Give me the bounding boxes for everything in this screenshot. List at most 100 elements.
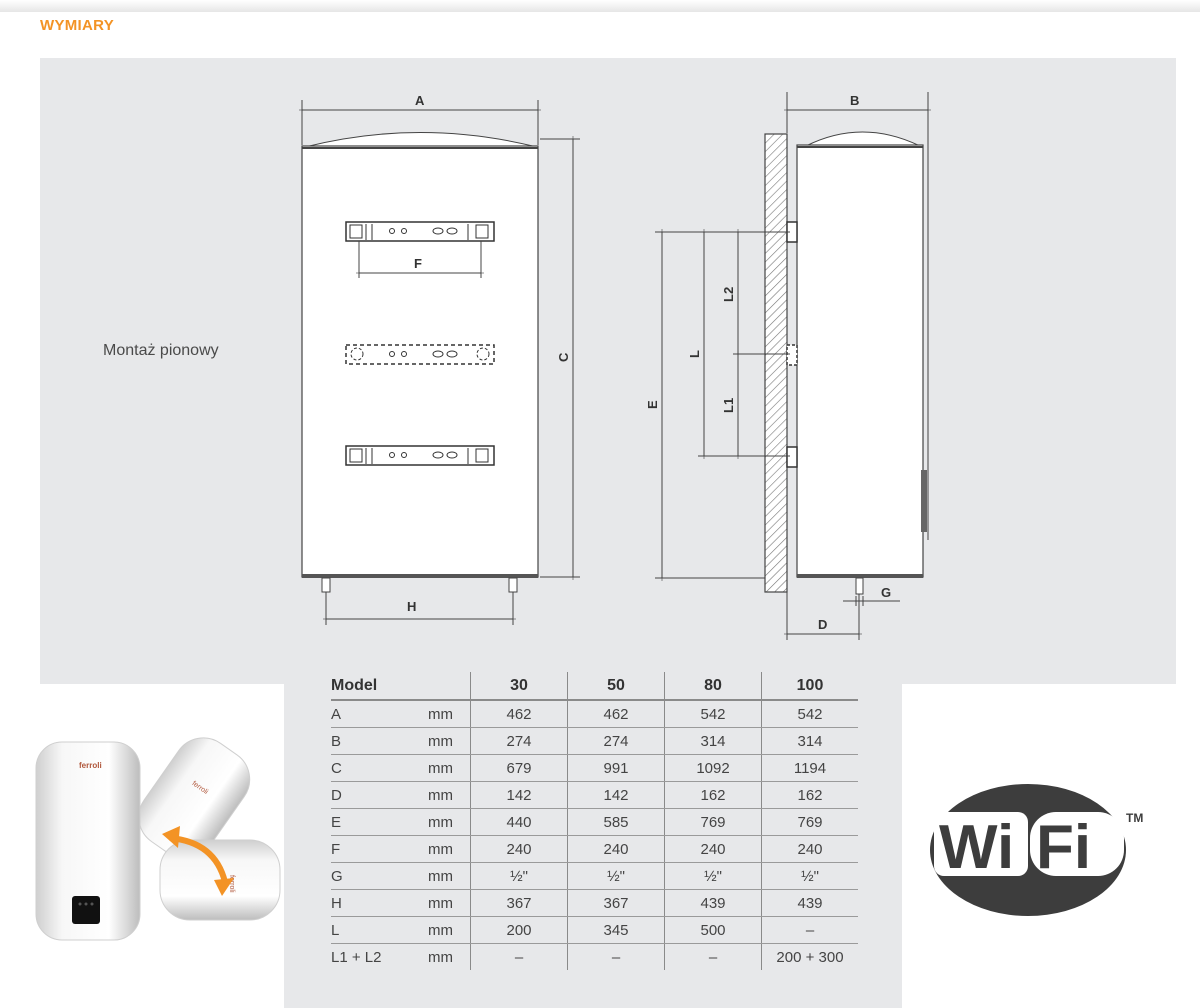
wifi-logo-left-text: Wi — [939, 813, 1014, 882]
row-value: – — [664, 943, 762, 970]
dimension-label-A: A — [415, 93, 425, 108]
row-param: H — [331, 889, 428, 917]
row-value: 274 — [567, 727, 665, 755]
row-value: 542 — [664, 700, 762, 728]
dimension-label-E: E — [645, 400, 660, 409]
row-value: 314 — [761, 727, 858, 755]
mounting-bracket-middle-dashed — [345, 344, 495, 365]
row-value: 142 — [470, 781, 568, 809]
row-value: ½" — [664, 862, 762, 890]
brand-logo-horizontal: ferroli — [228, 875, 235, 893]
row-value: – — [761, 916, 858, 944]
row-value: 462 — [567, 700, 665, 728]
side-view: B E L L2 L1 D G — [645, 92, 931, 640]
product-image: ferroli ferroli ferroli — [35, 737, 281, 941]
table-header-row: Model 30 50 80 100 — [331, 672, 858, 701]
control-display — [72, 896, 100, 924]
row-value: 314 — [664, 727, 762, 755]
header-model-100: 100 — [761, 672, 858, 701]
row-value: 345 — [567, 916, 665, 944]
wifi-logo: Wi Fi TM — [930, 784, 1143, 916]
row-value: 769 — [664, 808, 762, 836]
row-unit: mm — [428, 835, 471, 863]
row-unit: mm — [428, 889, 471, 917]
row-value: 1092 — [664, 754, 762, 782]
row-unit: mm — [428, 727, 471, 755]
mounting-bracket-top — [345, 221, 495, 242]
row-value: 679 — [470, 754, 568, 782]
row-unit: mm — [428, 754, 471, 782]
dimension-label-G: G — [881, 585, 891, 600]
dimension-label-L2: L2 — [721, 287, 736, 302]
row-value: 367 — [470, 889, 568, 917]
row-value: 142 — [567, 781, 665, 809]
row-value: 585 — [567, 808, 665, 836]
row-value: 240 — [470, 835, 568, 863]
front-view: F A C — [299, 93, 580, 625]
row-value: 500 — [664, 916, 762, 944]
mounting-bracket-bottom — [345, 445, 495, 466]
row-value: 162 — [761, 781, 858, 809]
row-param: C — [331, 754, 428, 782]
row-value: 1194 — [761, 754, 858, 782]
row-param: B — [331, 727, 428, 755]
row-param: L — [331, 916, 428, 944]
header-model-label: Model — [331, 672, 471, 701]
row-unit: mm — [428, 948, 453, 966]
row-value: 240 — [664, 835, 762, 863]
row-unit: mm — [428, 862, 471, 890]
row-value: 200 + 300 — [761, 943, 858, 970]
row-value: – — [567, 943, 665, 970]
row-value: 991 — [567, 754, 665, 782]
row-value: 542 — [761, 700, 858, 728]
dimension-label-C: C — [556, 352, 571, 362]
row-value: – — [470, 943, 568, 970]
header-model-50: 50 — [567, 672, 665, 701]
trademark-mark: TM — [1126, 811, 1143, 825]
row-unit: mm — [428, 781, 471, 809]
row-unit: mm — [428, 700, 471, 728]
row-value: 274 — [470, 727, 568, 755]
dimension-label-L1: L1 — [721, 398, 736, 413]
row-value: 769 — [761, 808, 858, 836]
row-param: E — [331, 808, 428, 836]
brand-logo: ferroli — [79, 761, 102, 770]
wall-hatch — [764, 133, 788, 593]
mounting-caption: Montaż pionowy — [103, 342, 219, 359]
tank-vertical — [35, 741, 141, 941]
row-value: 367 — [567, 889, 665, 917]
row-unit: mm — [428, 808, 471, 836]
row-value: 200 — [470, 916, 568, 944]
dimension-label-H: H — [407, 599, 416, 614]
row-value: 240 — [567, 835, 665, 863]
wifi-logo-right-text: Fi — [1036, 813, 1091, 882]
dimension-label-F: F — [414, 256, 422, 271]
top-rule — [0, 0, 1200, 12]
row-param: G — [331, 862, 428, 890]
row-param: D — [331, 781, 428, 809]
row-value: 240 — [761, 835, 858, 863]
row-param: A — [331, 700, 428, 728]
row-value: ½" — [470, 862, 568, 890]
row-value: ½" — [567, 862, 665, 890]
row-unit: mm — [428, 916, 471, 944]
row-value: 439 — [761, 889, 858, 917]
row-value: 439 — [664, 889, 762, 917]
row-param: F — [331, 835, 428, 863]
diagram-panel — [40, 58, 1176, 684]
row-param: L1 + L2 — [331, 948, 382, 966]
row-value: 462 — [470, 700, 568, 728]
section-title: WYMIARY — [40, 17, 115, 34]
dimension-drawing: F A C — [299, 92, 931, 640]
dimension-label-D: D — [818, 617, 827, 632]
dimension-label-L: L — [687, 350, 702, 358]
